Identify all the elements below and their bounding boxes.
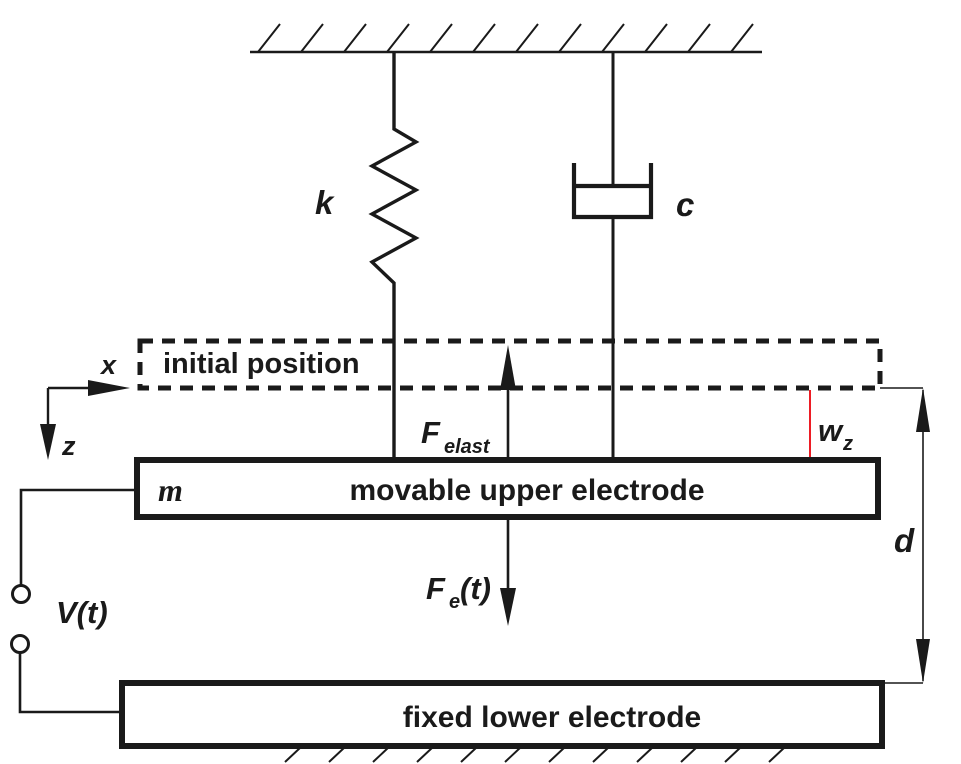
x-axis-label: x bbox=[99, 350, 117, 380]
gap-dimension: d bbox=[880, 387, 930, 684]
elastic-force-arrowhead-icon bbox=[500, 345, 516, 390]
ceiling-hatch-marks bbox=[257, 23, 754, 53]
fixed-support-ceiling bbox=[250, 23, 762, 54]
gap-distance-label: d bbox=[894, 522, 915, 559]
voltage-source-label: V(t) bbox=[56, 595, 108, 630]
terminal-top-icon bbox=[11, 584, 31, 604]
electrostatic-force-symbol: F bbox=[426, 571, 446, 606]
elastic-force-subscript: elast bbox=[444, 436, 491, 458]
elastic-force-arrow: F elast bbox=[421, 345, 516, 460]
deflection-symbol: w bbox=[818, 413, 844, 448]
fixed-electrode: fixed lower electrode bbox=[119, 680, 885, 749]
electrostatic-force-argument: (t) bbox=[460, 571, 491, 606]
spring-symbol: k bbox=[315, 52, 420, 460]
mass-symbol: m bbox=[158, 472, 183, 508]
initial-position-label: initial position bbox=[163, 348, 360, 380]
gap-dimension-down-arrowhead-icon bbox=[916, 639, 930, 683]
damper-symbol: c bbox=[571, 52, 694, 460]
x-axis-arrowhead-icon bbox=[88, 380, 130, 396]
ground-hatching bbox=[284, 746, 786, 763]
electrostatic-force-subscript: e bbox=[449, 591, 460, 613]
movable-electrode: m movable upper electrode bbox=[134, 457, 881, 520]
terminal-bottom-icon bbox=[10, 634, 30, 654]
movable-electrode-label: movable upper electrode bbox=[349, 474, 704, 507]
electrostatic-force-arrow: F e (t) bbox=[426, 518, 516, 626]
fixed-electrode-label: fixed lower electrode bbox=[403, 701, 701, 734]
z-axis-arrowhead-icon bbox=[40, 424, 56, 460]
gap-dimension-up-arrowhead-icon bbox=[916, 388, 930, 432]
upper-electrode-wire bbox=[19, 488, 137, 585]
electrostatic-force-arrowhead-icon bbox=[500, 588, 516, 626]
coordinate-axes: x z bbox=[40, 350, 130, 461]
spring-constant-label: k bbox=[315, 184, 335, 221]
spring-zigzag bbox=[368, 52, 420, 460]
movable-electrode-body bbox=[134, 457, 881, 520]
damping-coefficient-label: c bbox=[676, 186, 694, 223]
lower-electrode-wire bbox=[18, 653, 122, 714]
elastic-force-symbol: F bbox=[421, 415, 441, 450]
fixed-electrode-body bbox=[119, 680, 885, 749]
voltage-source-circuit: V(t) bbox=[10, 488, 137, 714]
ground-hatch-marks bbox=[284, 746, 786, 763]
deflection-subscript: z bbox=[842, 433, 853, 455]
z-axis-label: z bbox=[61, 431, 76, 461]
